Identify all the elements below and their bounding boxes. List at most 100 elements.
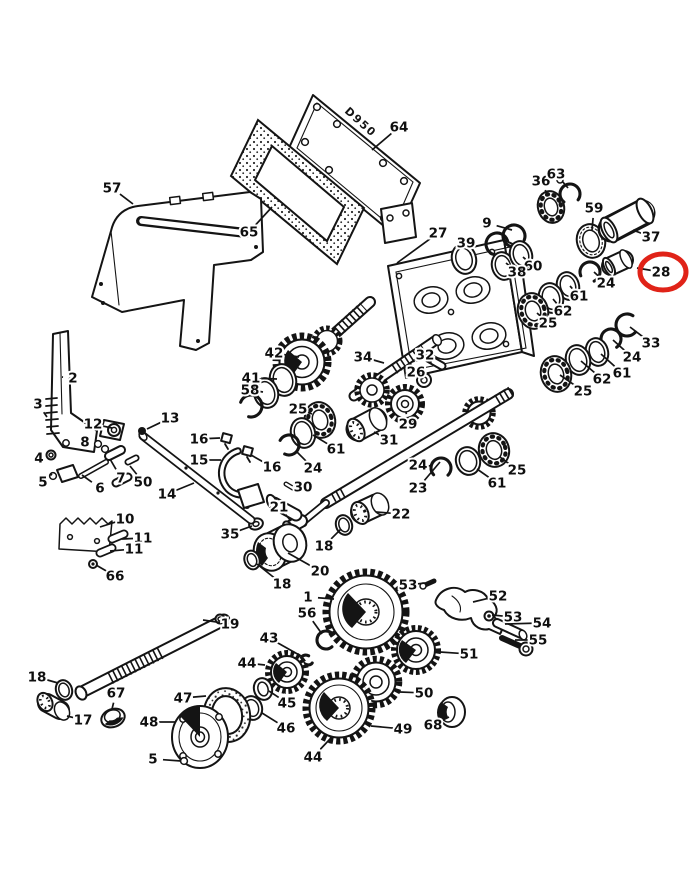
part-label-17-73: 17 (66, 711, 94, 731)
svg-text:52: 52 (489, 589, 508, 605)
svg-text:46: 46 (277, 721, 296, 737)
svg-text:67: 67 (107, 686, 126, 702)
svg-text:56: 56 (298, 606, 317, 622)
svg-text:8: 8 (80, 435, 89, 451)
part-drawing-main-shaft-23 (298, 386, 515, 527)
svg-text:29: 29 (399, 417, 418, 433)
part-label-67-72: 67 (105, 684, 127, 710)
svg-text:15: 15 (190, 453, 209, 469)
svg-text:22: 22 (392, 507, 411, 523)
highlight-ellipse-part-28 (637, 251, 689, 293)
svg-text:18: 18 (315, 539, 334, 555)
part-label-50-47: 50 (129, 465, 154, 493)
part-label-5-50: 5 (36, 473, 53, 493)
svg-text:36: 36 (532, 174, 551, 190)
svg-text:4: 4 (34, 451, 43, 467)
part-label-53-64: 53 (397, 576, 426, 596)
svg-text:18: 18 (273, 577, 292, 593)
svg-text:12: 12 (84, 417, 103, 433)
part-label-5-76: 5 (146, 750, 182, 770)
part-label-10-52: 10 (99, 510, 136, 530)
svg-text:35: 35 (221, 527, 240, 543)
part-label-12-40: 12 (82, 415, 113, 435)
part-label-53-66: 53 (491, 608, 524, 628)
svg-text:5: 5 (148, 752, 157, 768)
part-drawing-detent-plate-10 (58, 517, 129, 569)
svg-text:34: 34 (354, 350, 373, 366)
part-drawing-bearing-set-d (429, 432, 511, 480)
part-label-46-80: 46 (261, 712, 297, 739)
part-label-8-42: 8 (78, 433, 96, 453)
svg-text:65: 65 (240, 225, 259, 241)
svg-text:38: 38 (508, 265, 527, 281)
svg-text:41: 41 (242, 371, 261, 387)
part-label-3-39: 3 (31, 395, 48, 418)
part-label-11-53: 11 (121, 529, 154, 549)
svg-text:11: 11 (134, 531, 153, 547)
part-drawing-bearing-set-b (539, 312, 640, 393)
svg-text:13: 13 (161, 411, 180, 427)
part-label-50-82: 50 (399, 684, 435, 704)
highlight-annotation (637, 251, 689, 293)
part-label-25-30: 25 (287, 400, 313, 420)
part-label-44-84: 44 (302, 738, 331, 768)
part-label-52-65: 52 (472, 587, 509, 607)
svg-text:21: 21 (270, 500, 289, 516)
part-label-18-61: 18 (256, 563, 293, 595)
part-drawing-gear-51 (391, 625, 441, 675)
part-label-25-16: 25 (536, 312, 559, 334)
svg-text:60: 60 (524, 259, 543, 275)
part-label-64-0: 64 (371, 118, 410, 151)
part-label-33-17: 33 (629, 326, 662, 354)
part-label-61-31: 61 (312, 434, 347, 460)
svg-text:39: 39 (457, 236, 476, 252)
svg-text:9: 9 (482, 216, 491, 232)
svg-text:61: 61 (327, 442, 346, 458)
svg-text:6: 6 (95, 481, 104, 497)
svg-text:5: 5 (38, 475, 47, 491)
svg-text:42: 42 (265, 346, 284, 362)
part-label-18-59: 18 (313, 528, 342, 557)
part-label-2-38: 2 (61, 369, 80, 389)
part-label-57-2: 57 (101, 179, 134, 205)
part-label-7-48: 7 (109, 458, 128, 489)
svg-text:50: 50 (415, 686, 434, 702)
svg-text:48: 48 (140, 715, 159, 731)
svg-text:49: 49 (394, 722, 413, 738)
part-label-22-58: 22 (375, 505, 412, 525)
part-label-61-14: 61 (568, 285, 590, 307)
part-label-41-23: 41 (240, 369, 278, 389)
svg-text:14: 14 (158, 487, 177, 503)
svg-text:66: 66 (106, 569, 125, 585)
svg-text:10: 10 (116, 512, 135, 528)
svg-text:11: 11 (125, 542, 144, 558)
svg-text:63: 63 (547, 167, 566, 183)
part-drawing-input-shaft-42 (238, 296, 376, 419)
part-label-15-44: 15 (188, 451, 221, 471)
part-drawing-flange-48 (171, 687, 252, 769)
part-label-47-74: 47 (172, 689, 207, 709)
part-label-24-35: 24 (407, 456, 433, 476)
svg-text:44: 44 (238, 656, 257, 672)
svg-text:57: 57 (103, 181, 122, 197)
part-label-68-83: 68 (422, 716, 450, 736)
svg-text:61: 61 (570, 289, 589, 305)
part-label-31-29: 31 (373, 431, 400, 451)
part-drawing-bearing-set-c (277, 401, 337, 493)
svg-text:20: 20 (311, 564, 330, 580)
svg-text:24: 24 (409, 458, 428, 474)
svg-text:50: 50 (134, 475, 153, 491)
part-label-51-69: 51 (439, 645, 480, 665)
svg-text:54: 54 (533, 616, 552, 632)
part-label-21-57: 21 (268, 498, 292, 522)
part-label-6-49: 6 (81, 474, 107, 499)
part-drawing-side-cover-57 (91, 191, 264, 351)
part-label-66-55: 66 (95, 564, 126, 587)
part-label-25-21: 25 (559, 374, 594, 402)
part-drawing-gear-44 (240, 650, 309, 721)
svg-text:7: 7 (116, 471, 125, 487)
part-drawing-cover-plate-64 (288, 94, 421, 237)
part-label-61-37: 61 (476, 468, 508, 494)
svg-text:30: 30 (294, 480, 313, 496)
part-label-9-4: 9 (480, 214, 513, 234)
